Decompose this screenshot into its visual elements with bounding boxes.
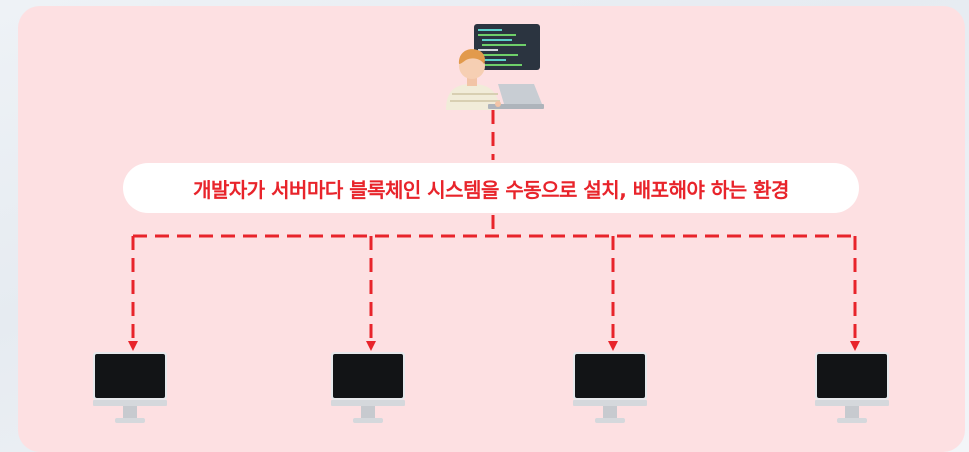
server-monitor-3	[573, 352, 647, 423]
server-monitor-1	[93, 352, 167, 423]
developer-with-laptop-icon	[446, 24, 544, 110]
caption-label: 개발자가 서버마다 블록체인 시스템을 수동으로 설치, 배포해야 하는 환경	[123, 163, 859, 213]
server-monitor-2	[331, 352, 405, 423]
server-monitor-4	[815, 352, 889, 423]
